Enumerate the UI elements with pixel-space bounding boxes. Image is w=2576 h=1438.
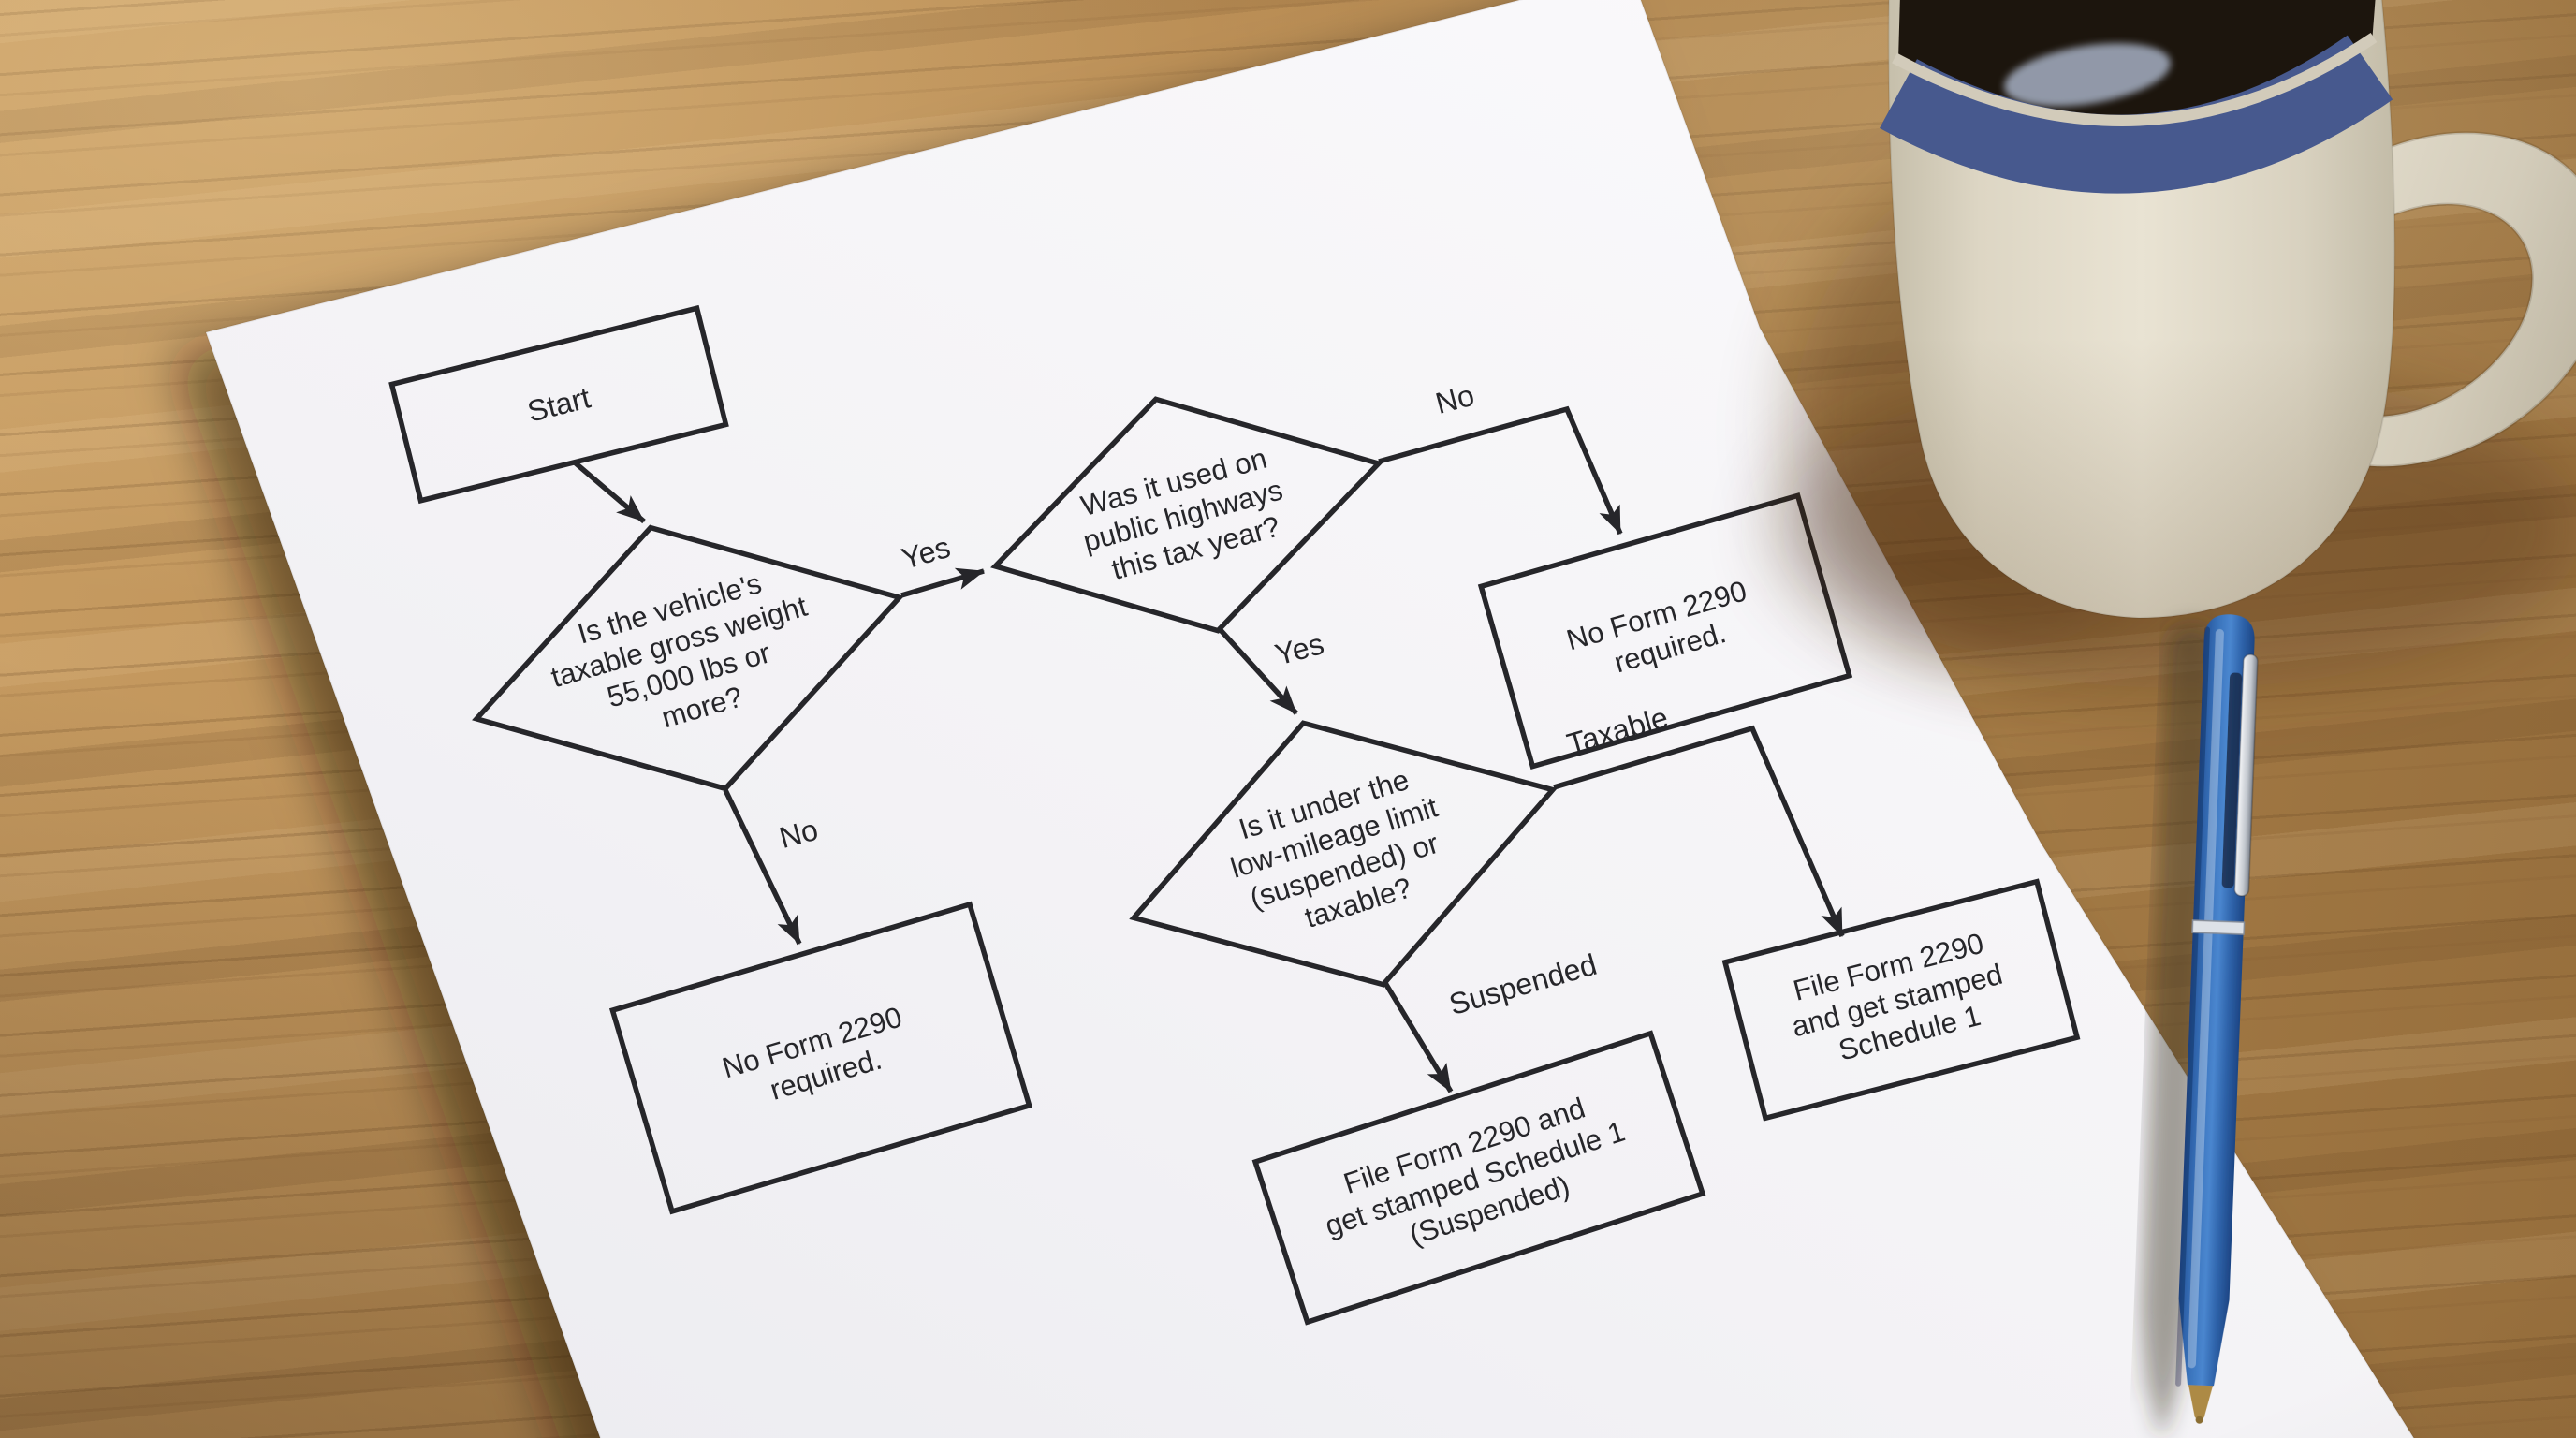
paper-sheet bbox=[204, 0, 2415, 1438]
edge-start-to-weight bbox=[573, 460, 646, 524]
weight-question-diamond bbox=[472, 524, 904, 792]
file-suspended-box bbox=[1251, 1030, 1706, 1326]
pen-barrel-highlight bbox=[2187, 628, 2224, 1369]
pen-tip bbox=[2188, 1385, 2214, 1420]
file-taxable-box bbox=[1721, 878, 2081, 1122]
edge-highway-no bbox=[1378, 405, 1623, 536]
coffee-light-reflection bbox=[2003, 43, 2172, 107]
ballpoint-pen bbox=[2175, 614, 2259, 1424]
pen-clip bbox=[2233, 653, 2259, 897]
edge-mileage-taxable bbox=[1553, 725, 1845, 938]
highway-question-diamond bbox=[990, 396, 1383, 634]
start-box bbox=[388, 304, 729, 505]
no-form-lower-box bbox=[608, 901, 1033, 1215]
edge-weight-yes bbox=[900, 567, 985, 598]
pen-barrel-dark-edge bbox=[2175, 626, 2211, 1387]
pen-clip-shadow-gap bbox=[2221, 672, 2243, 888]
edge-weight-no bbox=[723, 788, 802, 946]
pen-center-ring bbox=[2191, 919, 2246, 935]
mug-rim-edge bbox=[1892, 33, 2378, 126]
mug-blue-band bbox=[1880, 35, 2393, 194]
coffee-mug bbox=[1778, 0, 2576, 688]
edge-highway-yes bbox=[1217, 627, 1299, 715]
paper-surface bbox=[204, 0, 2415, 1438]
node-start: Start bbox=[388, 304, 729, 505]
mileage-question-diamond bbox=[1129, 720, 1558, 988]
pen-ball-point bbox=[2195, 1416, 2203, 1424]
edge-mileage-suspended bbox=[1383, 981, 1454, 1093]
